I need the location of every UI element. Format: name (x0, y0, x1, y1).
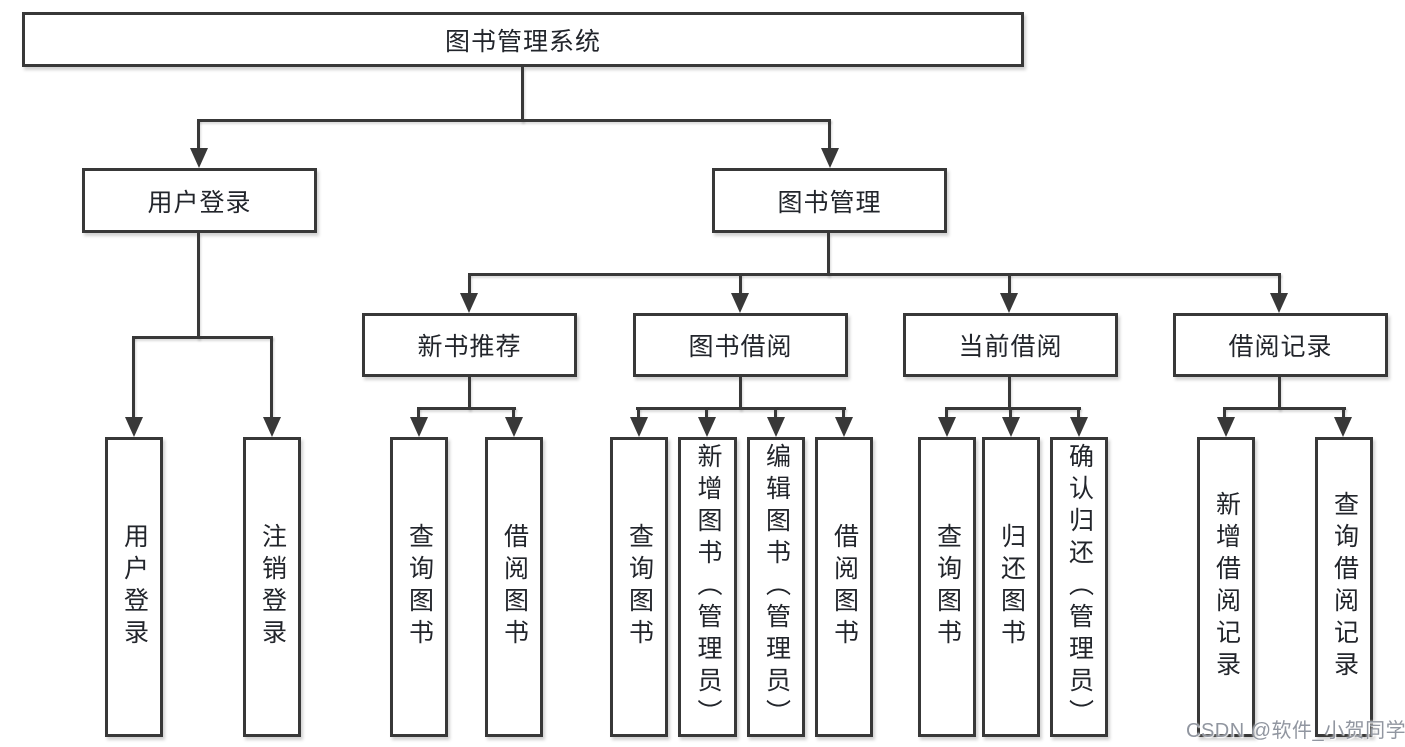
connector-drop (1223, 407, 1226, 419)
arrowhead-down-icon (263, 417, 281, 437)
arrowhead-down-icon (1217, 417, 1235, 437)
node-borrowing-records: 借阅记录 (1173, 313, 1388, 377)
leaf-query-books: 查询图书 (918, 437, 976, 737)
connector-drop (945, 407, 948, 419)
connector-drop (417, 407, 420, 419)
connector-stem (739, 377, 742, 410)
leaf-return-books: 归还图书 (982, 437, 1040, 737)
leaf-add-books-admin: 新增图书（管理员） (678, 437, 737, 737)
connector-stem (1278, 377, 1281, 410)
connector-bar (417, 407, 516, 410)
connector-drop (1008, 273, 1011, 295)
connector-user-login-bar (132, 336, 273, 339)
leaf-label: 新增借阅记录 (1212, 491, 1241, 683)
leaf-logout: 注销登录 (243, 437, 301, 737)
connector-root-bar (197, 119, 831, 122)
connector-drop (468, 273, 471, 295)
arrowhead-down-icon (125, 417, 143, 437)
connector-book-mgmt-drop (828, 119, 831, 150)
arrowhead-down-icon (698, 417, 716, 437)
connector-drop (270, 336, 273, 419)
leaf-label: 注销登录 (258, 523, 287, 651)
leaf-query-books: 查询图书 (390, 437, 448, 737)
connector-drop (1009, 407, 1012, 419)
node-label: 图书借阅 (688, 333, 793, 361)
connector-book-mgmt-bar (468, 273, 1281, 276)
connector-user-login-drop (197, 119, 200, 150)
arrowhead-down-icon (767, 417, 785, 437)
arrowhead-down-icon (835, 417, 853, 437)
connector-drop (774, 407, 777, 419)
leaf-label: 查询图书 (933, 523, 962, 651)
connector-user-login-stem (197, 233, 200, 339)
leaf-label: 查询图书 (405, 523, 434, 651)
arrowhead-down-icon (190, 148, 208, 168)
leaf-user-login: 用户登录 (105, 437, 163, 737)
leaf-label: 借阅图书 (500, 523, 529, 651)
connector-book-mgmt-stem (827, 233, 830, 276)
leaf-label: 查询借阅记录 (1330, 491, 1359, 683)
leaf-label: 确认归还（管理员） (1065, 443, 1094, 731)
arrowhead-down-icon (1002, 417, 1020, 437)
node-label: 借阅记录 (1228, 333, 1333, 361)
node-library-system: 图书管理系统 (22, 12, 1024, 67)
arrowhead-down-icon (460, 293, 478, 313)
arrowhead-down-icon (1334, 417, 1352, 437)
node-label: 图书管理 (777, 188, 882, 217)
connector-stem (468, 377, 471, 410)
node-label: 当前借阅 (958, 333, 1063, 361)
connector-drop (637, 407, 640, 419)
arrowhead-down-icon (1000, 293, 1018, 313)
leaf-label: 用户登录 (120, 523, 149, 651)
connector-drop (1278, 273, 1281, 295)
arrowhead-down-icon (1070, 417, 1088, 437)
leaf-label: 新增图书（管理员） (694, 443, 722, 731)
arrowhead-down-icon (630, 417, 648, 437)
node-book-borrowing: 图书借阅 (633, 313, 848, 377)
leaf-borrow-books: 借阅图书 (485, 437, 543, 737)
arrowhead-down-icon (410, 417, 428, 437)
arrowhead-down-icon (821, 148, 839, 168)
arrowhead-down-icon (731, 293, 749, 313)
connector-drop (512, 407, 515, 419)
arrowhead-down-icon (1270, 293, 1288, 313)
leaf-label: 编辑图书（管理员） (762, 443, 791, 731)
connector-bar (1223, 407, 1346, 410)
leaf-label: 借阅图书 (830, 523, 859, 651)
connector-root-stem (521, 67, 524, 122)
connector-bar (636, 407, 846, 410)
arrowhead-down-icon (938, 417, 956, 437)
connector-drop (132, 336, 135, 419)
connector-bar (945, 407, 1081, 410)
node-label: 图书管理系统 (444, 27, 601, 56)
arrowhead-down-icon (505, 417, 523, 437)
connector-drop (739, 273, 742, 295)
node-current-borrowing: 当前借阅 (903, 313, 1118, 377)
connector-drop (842, 407, 845, 419)
leaf-label: 查询图书 (625, 523, 654, 651)
leaf-edit-books-admin: 编辑图书（管理员） (747, 437, 805, 737)
connector-stem (1008, 377, 1011, 410)
leaf-query-books: 查询图书 (610, 437, 668, 737)
leaf-query-borrow-record: 查询借阅记录 (1315, 437, 1373, 737)
node-user-login: 用户登录 (82, 168, 317, 233)
connector-drop (1342, 407, 1345, 419)
connector-drop (705, 407, 708, 419)
node-label: 新书推荐 (417, 333, 522, 361)
node-label: 用户登录 (147, 188, 252, 217)
watermark-text: CSDN @软件_小贺同学 (1186, 720, 1405, 742)
node-book-management: 图书管理 (712, 168, 947, 233)
leaf-confirm-return-admin: 确认归还（管理员） (1050, 437, 1108, 737)
leaf-label: 归还图书 (997, 523, 1026, 651)
leaf-borrow-books: 借阅图书 (815, 437, 873, 737)
watermark: CSDN @软件_小贺同学 (1186, 714, 1405, 743)
connector-drop (1077, 407, 1080, 419)
leaf-add-borrow-record: 新增借阅记录 (1197, 437, 1255, 737)
node-new-book-recommend: 新书推荐 (362, 313, 577, 377)
